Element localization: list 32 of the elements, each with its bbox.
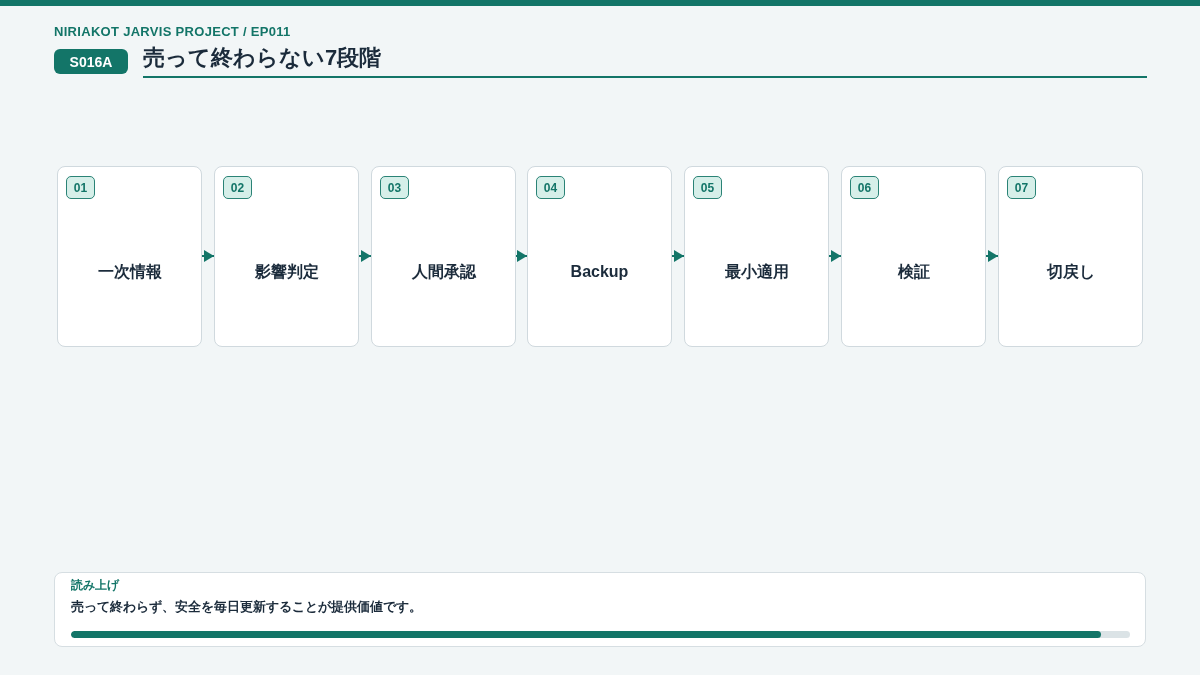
step-number: 03 xyxy=(380,176,409,199)
arrow xyxy=(671,250,685,262)
slide-title: 売って終わらない7段階 xyxy=(143,44,382,72)
step-number: 02 xyxy=(223,176,252,199)
step-number: 05 xyxy=(693,176,722,199)
step-number: 04 xyxy=(536,176,565,199)
arrow xyxy=(515,250,528,262)
step-card xyxy=(57,166,202,347)
step-label: 検証 xyxy=(897,261,930,282)
step-number: 01 xyxy=(66,176,95,199)
step-label: 一次情報 xyxy=(97,261,162,282)
project-kicker: NIRIAKOT JARVIS PROJECT / EP011 xyxy=(54,24,291,40)
step-label: 最小適用 xyxy=(724,261,789,282)
step-card xyxy=(214,166,359,347)
step-card xyxy=(371,166,516,347)
step-label: 切戻し xyxy=(1046,261,1095,282)
arrow xyxy=(201,250,215,262)
arrow xyxy=(828,250,842,262)
step-label: 影響判定 xyxy=(254,261,319,282)
narration-text: 売って終わらず、安全を毎日更新することが提供価値です。 xyxy=(71,598,422,616)
step-card xyxy=(998,166,1143,347)
step-card xyxy=(527,166,672,347)
arrow xyxy=(358,250,372,262)
step-label: Backup xyxy=(570,261,629,282)
step-label: 人間承認 xyxy=(411,261,476,282)
arrow xyxy=(985,250,999,262)
slide-code-badge: S016A xyxy=(54,49,128,74)
step-card xyxy=(841,166,986,347)
step-number: 07 xyxy=(1007,176,1036,199)
narration-heading: 読み上げ xyxy=(71,577,119,593)
step-number: 06 xyxy=(850,176,879,199)
step-card xyxy=(684,166,829,347)
